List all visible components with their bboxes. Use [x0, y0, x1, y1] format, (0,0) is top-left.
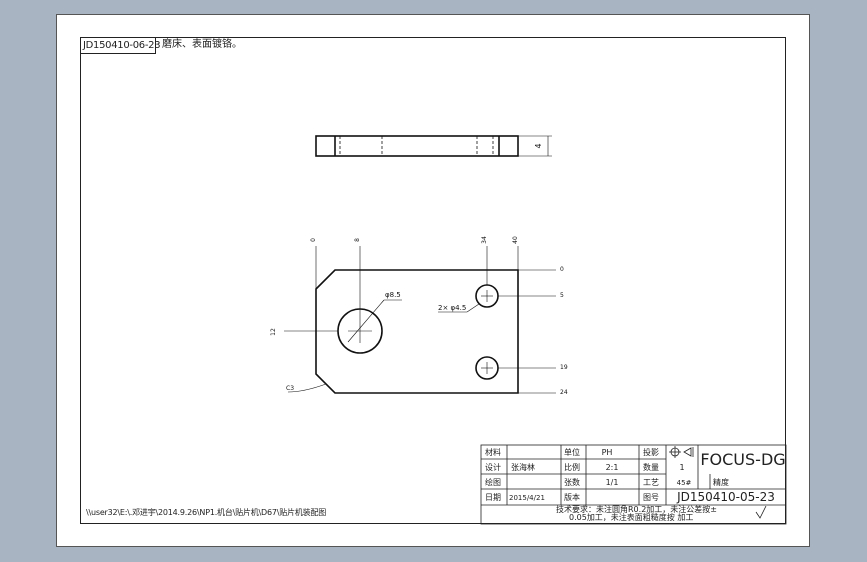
chamfer-leader: [287, 383, 327, 393]
front-view: [284, 246, 556, 394]
tb-label-process: 工艺: [643, 478, 659, 487]
side-view: [315, 135, 552, 157]
tb-value-scale: 2:1: [606, 463, 619, 472]
ordinate-top-8: 8: [354, 238, 361, 242]
side-view-outline: [315, 135, 519, 157]
large-hole-diameter-label: φ8.5: [385, 291, 401, 299]
tb-label-drawing-number: 图号: [643, 493, 659, 502]
ordinate-right-5: 5: [560, 292, 564, 299]
tb-label-date: 日期: [485, 493, 501, 502]
tb-label-sheets: 张数: [564, 477, 580, 487]
tb-value-precision: 精度: [713, 477, 729, 487]
tb-tech-requirements-1: 技术要求：未注圆角R0.2加工，未注公差按±: [556, 504, 717, 514]
title-block-outline: [480, 444, 787, 525]
tb-value-unit: PH: [602, 448, 613, 457]
ordinate-top-40: 40: [512, 236, 519, 244]
chamfer-label: C3: [286, 385, 294, 392]
small-hole-leader: [466, 303, 480, 313]
large-hole-leader: [347, 299, 385, 343]
ordinate-right-0: 0: [560, 266, 564, 273]
ordinate-top-34: 34: [481, 236, 488, 244]
tb-label-unit: 单位: [564, 447, 580, 457]
tb-label-version: 版本: [564, 492, 580, 502]
tb-label-material: 材料: [485, 447, 501, 457]
drawing-id-box: JD150410-06-23: [80, 37, 161, 54]
tb-label-projection: 投影: [643, 447, 659, 457]
tb-value-process: 45#: [677, 479, 692, 487]
tb-tech-requirements-2: 0.05加工，未注表面粗糙度按 加工: [569, 512, 693, 522]
ordinate-left-12: 12: [270, 328, 277, 336]
tb-value-sheets: 1/1: [606, 478, 619, 487]
tb-company-name: FOCUS-DG: [700, 450, 785, 469]
tb-value-designer: 张海林: [511, 462, 535, 472]
part-outline: [315, 269, 519, 394]
ordinate-right-24: 24: [560, 389, 568, 396]
tb-value-count: 1: [679, 463, 684, 472]
ordinate-right-19: 19: [560, 364, 568, 371]
small-hole-diameter-label: 2× φ4.5: [438, 304, 466, 312]
drawing-sheet: [56, 14, 810, 547]
tb-value-date: 2015/4/21: [509, 494, 545, 502]
tb-label-count: 数量: [643, 462, 659, 472]
surface-note: 磨床、表面镀铬。: [162, 39, 242, 50]
thickness-dimension-label: 4: [534, 143, 543, 148]
tb-drawing-number: JD150410-05-23: [676, 490, 775, 504]
ordinate-top-0: 0: [310, 238, 317, 242]
projection-symbol-icon: [683, 447, 692, 457]
roughness-symbol-icon: [755, 505, 767, 519]
tb-label-designer: 设计: [485, 462, 501, 472]
tb-label-scale: 比例: [564, 462, 580, 472]
drawing-frame: [80, 37, 786, 524]
file-path-text: \\user32\E:\.邓进宇\2014.9.26\NP1.机台\贴片机\D6…: [86, 508, 327, 517]
tb-label-drawer: 绘图: [485, 477, 501, 487]
title-block: [480, 444, 787, 525]
